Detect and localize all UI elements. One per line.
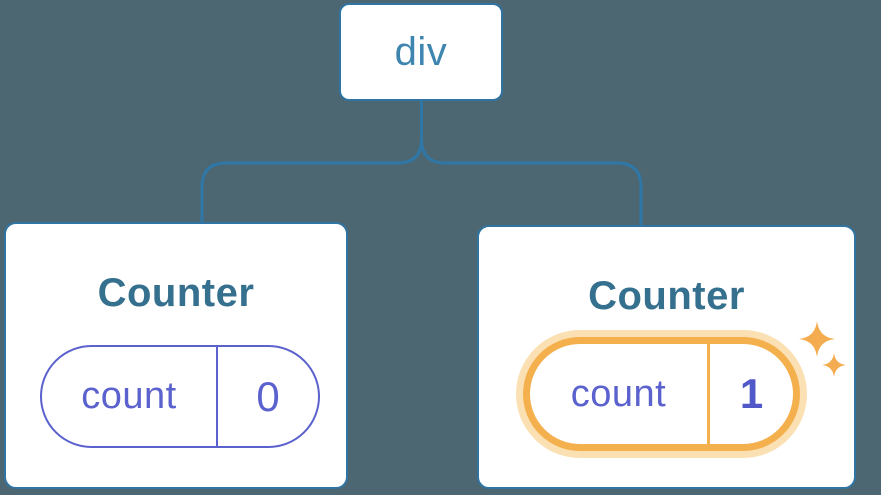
state-name-cell: count xyxy=(42,347,218,446)
counter-title: Counter xyxy=(97,271,255,315)
state-name-label: count xyxy=(81,375,177,417)
root-node-label: div xyxy=(394,29,448,74)
root-node-div: div xyxy=(339,3,503,101)
counter-card-left: Counter count 0 xyxy=(4,222,348,489)
state-name-cell: count xyxy=(530,344,710,444)
state-value-label: 1 xyxy=(739,370,764,417)
connector-left-branch xyxy=(200,99,423,225)
state-pill-highlighted: count 1 xyxy=(523,337,800,451)
connector-right-branch xyxy=(420,99,643,228)
counter-title: Counter xyxy=(588,274,745,318)
state-value-cell: 1 xyxy=(710,344,793,444)
state-value-cell: 0 xyxy=(218,347,318,446)
state-value-label: 0 xyxy=(256,372,280,420)
state-name-label: count xyxy=(570,372,667,415)
state-pill: count 0 xyxy=(40,345,320,448)
counter-card-right: Counter count 1 xyxy=(477,225,856,489)
